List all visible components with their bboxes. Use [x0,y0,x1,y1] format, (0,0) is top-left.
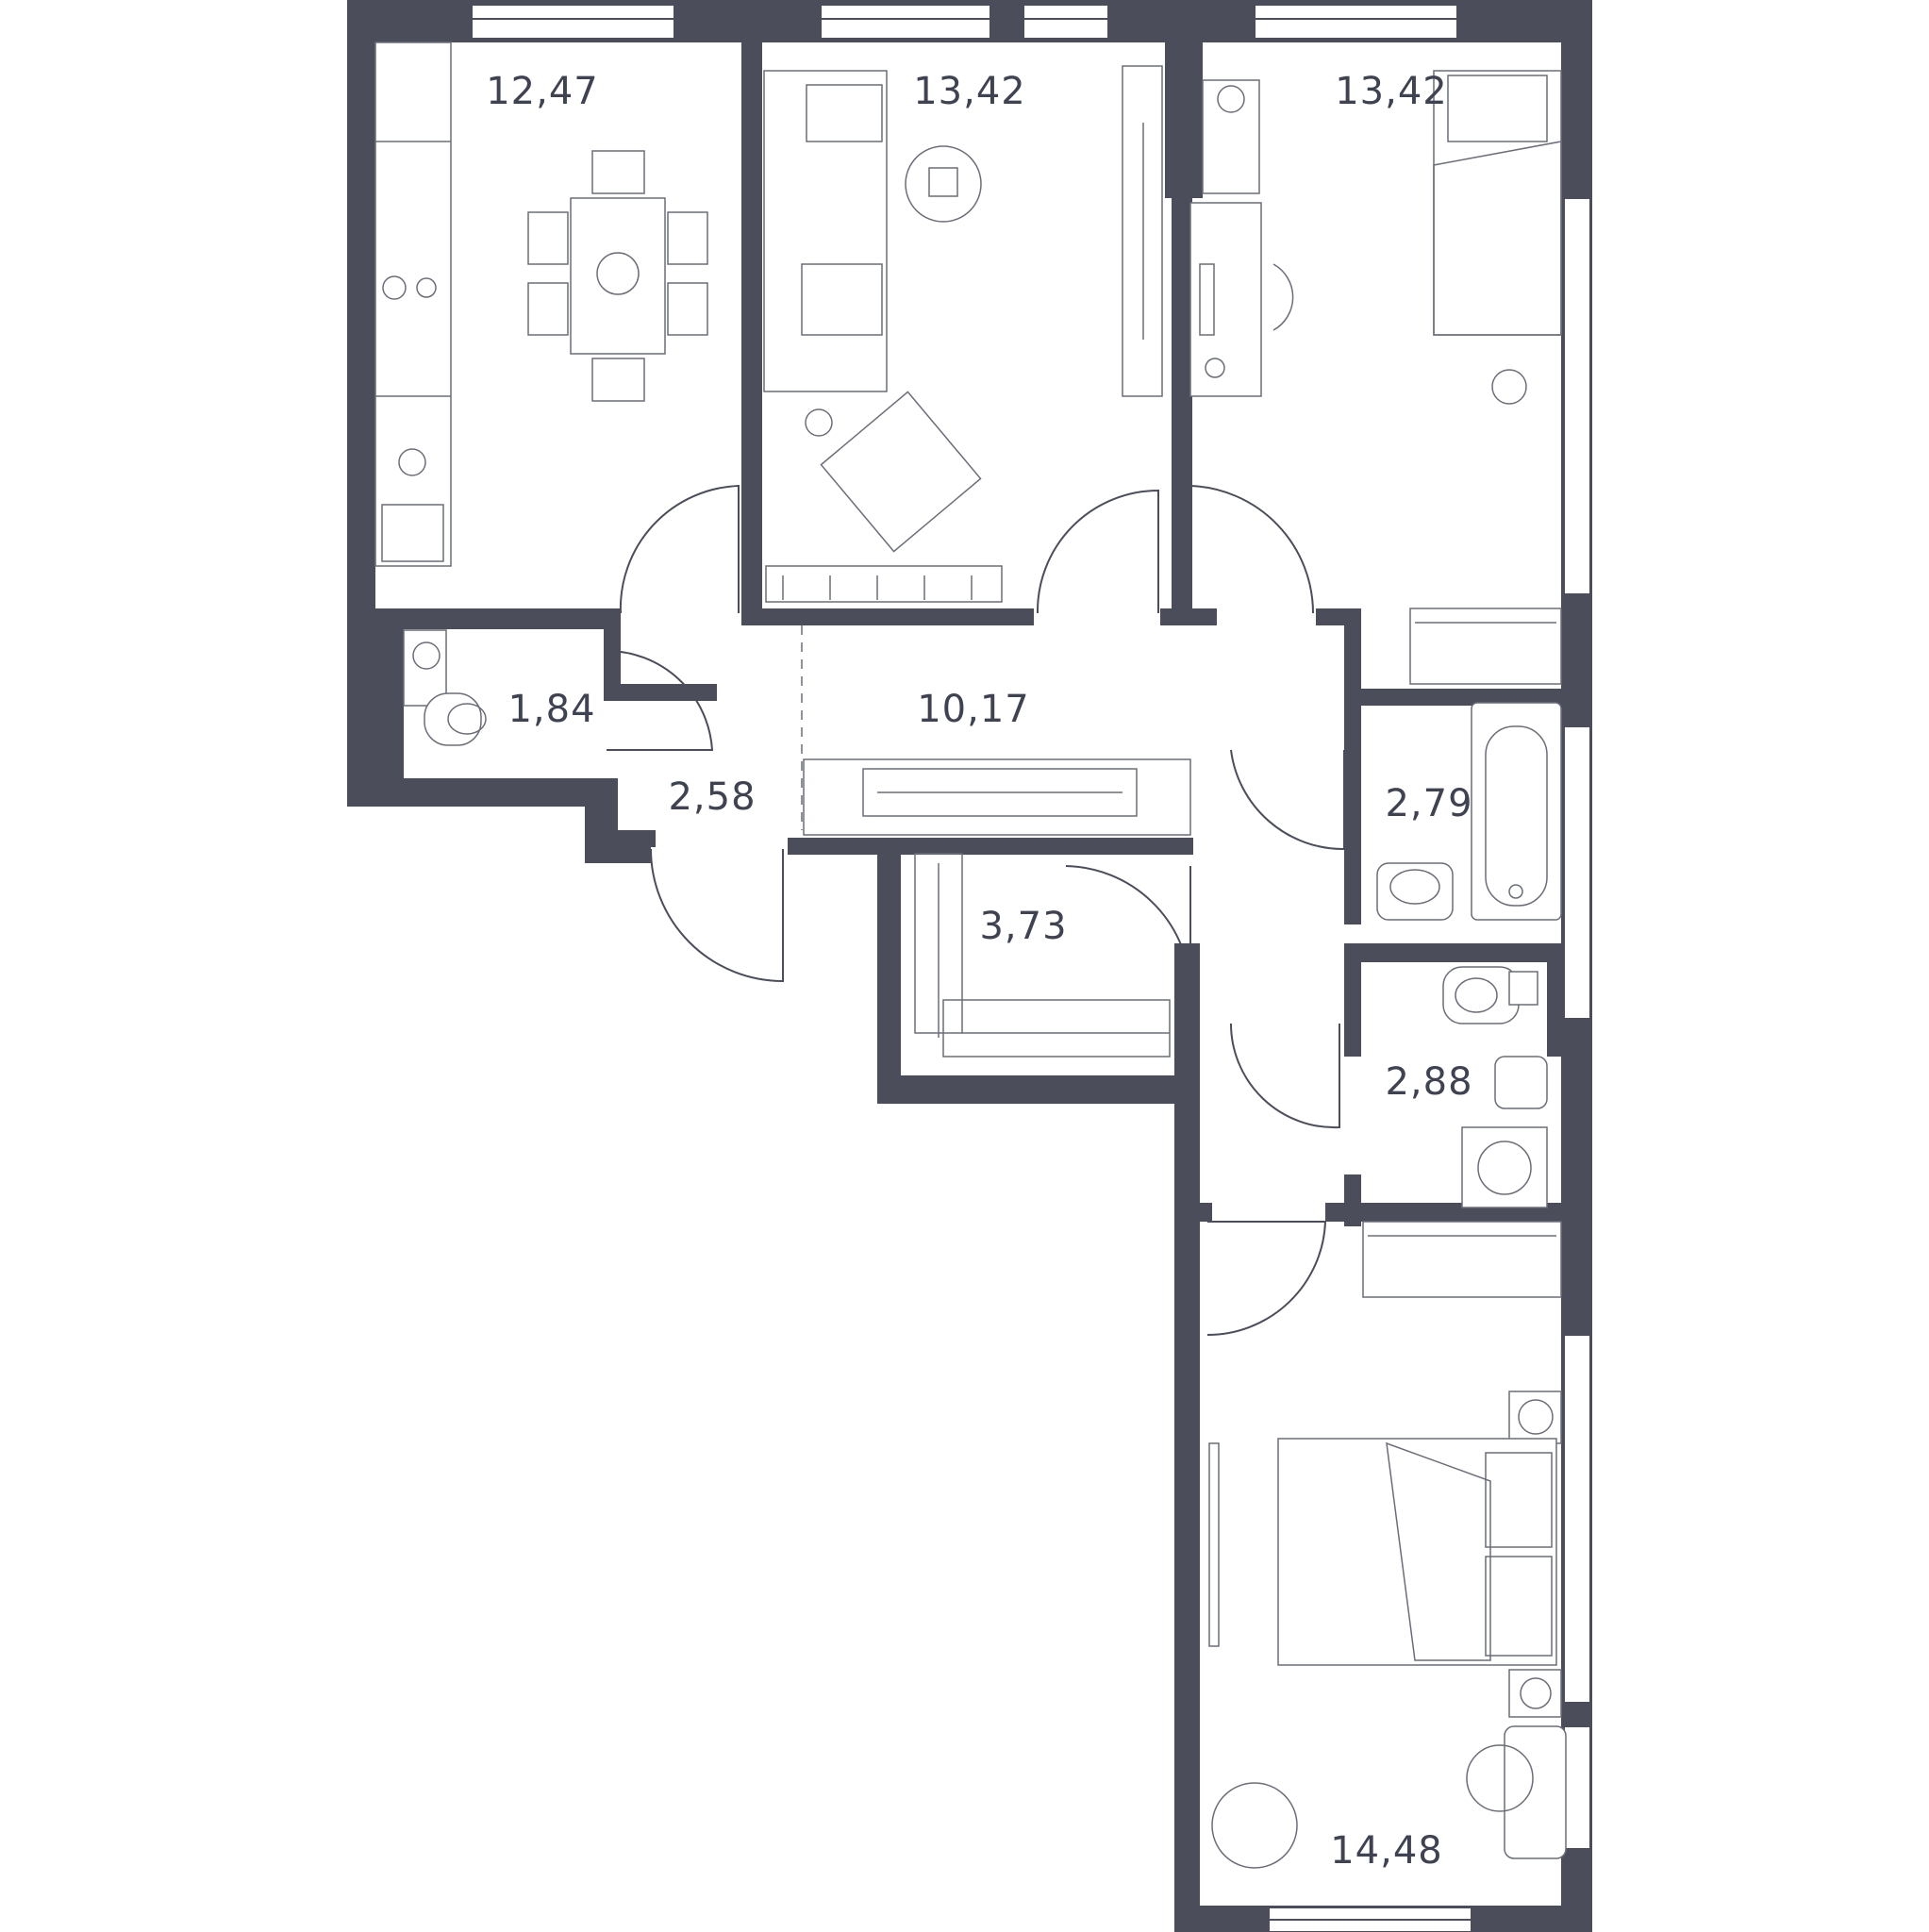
toilet-area-label: 1,84 [507,688,595,731]
hall-furniture [801,625,1191,836]
master-bedroom-area-label: 14,48 [1330,1829,1443,1873]
bedroom-small-furniture [1189,70,1562,685]
windows [471,4,1591,1932]
kitchen-furniture [374,42,708,567]
toilet-furniture [403,629,487,746]
bath-furniture [1376,702,1562,921]
closet-furniture [914,853,1171,1058]
living-furniture [763,65,1163,603]
laundry-area-label: 2,88 [1385,1060,1472,1104]
hall-area-label: 10,17 [917,688,1030,731]
doors [606,484,1345,1337]
bedroom-small-area-label: 13,42 [1335,70,1448,113]
kitchen-area-label: 12,47 [486,70,599,113]
laundry-furniture [1362,966,1562,1298]
living-area-label: 13,42 [913,70,1026,113]
bath-area-label: 2,79 [1385,782,1472,825]
room-labels: 12,47 13,42 13,42 1,84 10,17 2,58 2,79 3… [486,70,1472,1873]
closet-area-label: 3,73 [979,905,1067,948]
master-bedroom-furniture [1208,1391,1567,1869]
entry-area-label: 2,58 [668,775,756,819]
